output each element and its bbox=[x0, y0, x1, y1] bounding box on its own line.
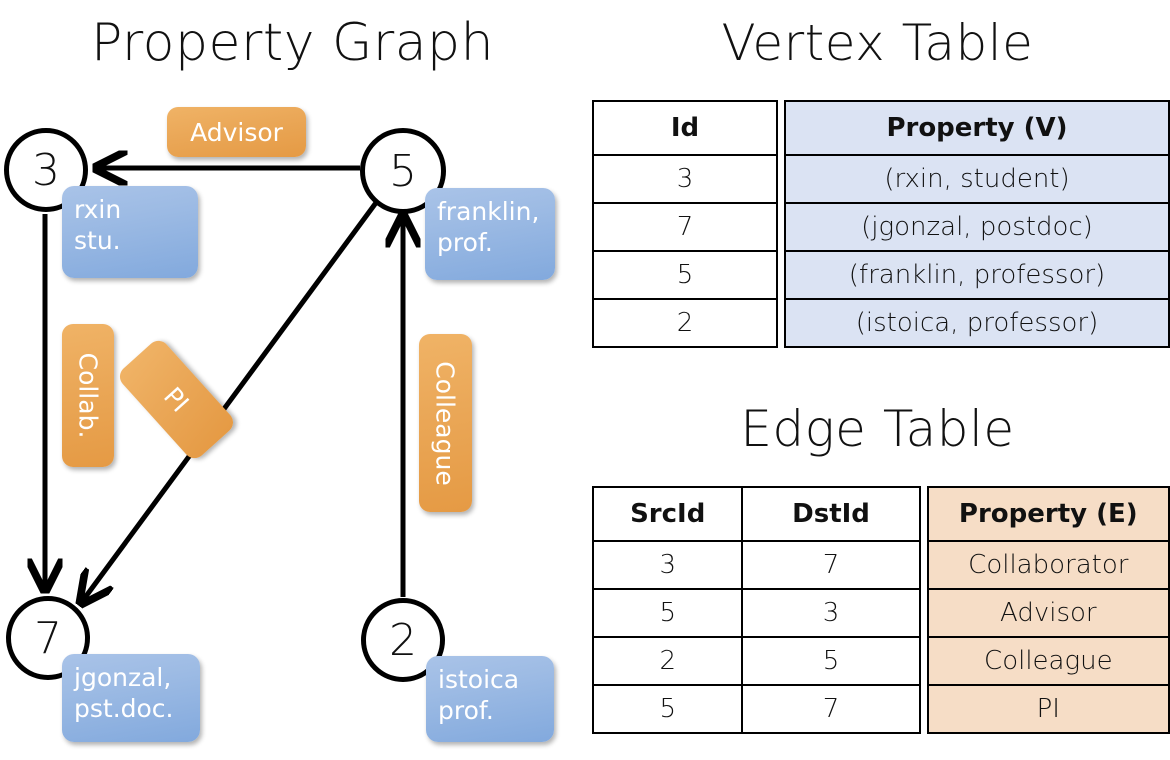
edge-table-header-dstid: DstId bbox=[741, 486, 921, 542]
page-title-edge-table: Edge Table bbox=[740, 400, 1015, 458]
vertex-table-cell-id: 2 bbox=[592, 298, 778, 348]
vertex-table-cell-id: 3 bbox=[592, 154, 778, 204]
vertex-table-cell-property: (rxin, student) bbox=[784, 154, 1170, 204]
edge-table-header-row: SrcId DstId Property (E) bbox=[591, 486, 1170, 542]
table-row[interactable]: 3 (rxin, student) bbox=[592, 154, 1170, 204]
vertex-table-header-property: Property (V) bbox=[784, 100, 1170, 156]
vertex-table-column-gap bbox=[777, 101, 785, 155]
vertex-table-column-gap bbox=[777, 299, 785, 347]
table-row[interactable]: 7 (jgonzal, postdoc) bbox=[592, 202, 1170, 252]
table-row[interactable]: 5 7 PI bbox=[591, 684, 1170, 734]
edge-label-colleague[interactable]: Colleague bbox=[419, 334, 472, 512]
edge-table-cell-srcid: 2 bbox=[591, 636, 744, 686]
vertex-property-box-jgonzal[interactable]: jgonzal, pst.doc. bbox=[62, 654, 200, 742]
edge-label-collab-text: Collab. bbox=[73, 352, 103, 439]
edge-table-cell-srcid: 3 bbox=[591, 540, 744, 590]
edge-table-cell-srcid: 5 bbox=[591, 588, 744, 638]
edge-table-header-property: Property (E) bbox=[926, 486, 1170, 542]
edge-table-cell-dstid: 5 bbox=[741, 636, 921, 686]
edge-table-column-gap bbox=[919, 685, 928, 733]
edge-table-cell-property: Collaborator bbox=[926, 540, 1170, 590]
edge-table-column-gap bbox=[919, 589, 928, 637]
vertex-table-cell-id: 5 bbox=[592, 250, 778, 300]
edge-label-pi-text: PI bbox=[158, 381, 195, 418]
edge-table-column-gap bbox=[919, 637, 928, 685]
vertex-table-header-row: Id Property (V) bbox=[592, 100, 1170, 156]
vertex-property-box-franklin[interactable]: franklin, prof. bbox=[425, 188, 555, 280]
vertex-property-box-rxin[interactable]: rxin stu. bbox=[62, 186, 198, 278]
vertex-table-column-gap bbox=[777, 155, 785, 203]
edge-table-cell-property: PI bbox=[926, 684, 1170, 734]
vertex-table-cell-property: (franklin, professor) bbox=[784, 250, 1170, 300]
vertex-table-cell-property: (istoica, professor) bbox=[784, 298, 1170, 348]
edge-table-cell-dstid: 7 bbox=[741, 540, 921, 590]
edge-line-5-to-7 bbox=[81, 198, 381, 603]
edge-table-cell-property: Colleague bbox=[926, 636, 1170, 686]
edge-table-header-srcid: SrcId bbox=[591, 486, 744, 542]
vertex-table-cell-id: 7 bbox=[592, 202, 778, 252]
vertex-table-column-gap bbox=[777, 203, 785, 251]
edge-table-column-gap bbox=[919, 541, 928, 589]
edge-table-cell-property: Advisor bbox=[926, 588, 1170, 638]
edge-label-advisor[interactable]: Advisor bbox=[167, 107, 306, 157]
vertex-property-box-istoica[interactable]: istoica prof. bbox=[426, 656, 554, 742]
property-graph-diagram: 3 5 7 2 rxin stu. franklin, prof. jgonza… bbox=[0, 0, 585, 760]
edge-table-cell-srcid: 5 bbox=[591, 684, 744, 734]
table-row[interactable]: 2 (istoica, professor) bbox=[592, 298, 1170, 348]
vertex-table: Id Property (V) 3 (rxin, student) 7 (jgo… bbox=[592, 100, 1170, 348]
edge-table: SrcId DstId Property (E) 3 7 Collaborato… bbox=[591, 486, 1170, 734]
edge-table-cell-dstid: 7 bbox=[741, 684, 921, 734]
page-title-property-graph: Property Graph bbox=[90, 13, 495, 73]
graph-edge-lines bbox=[0, 0, 585, 760]
edge-label-collab[interactable]: Collab. bbox=[62, 324, 114, 467]
edge-table-cell-dstid: 3 bbox=[741, 588, 921, 638]
vertex-table-header-id: Id bbox=[592, 100, 778, 156]
table-row[interactable]: 2 5 Colleague bbox=[591, 636, 1170, 686]
vertex-table-cell-property: (jgonzal, postdoc) bbox=[784, 202, 1170, 252]
vertex-node-2[interactable]: 2 bbox=[361, 598, 445, 682]
table-row[interactable]: 3 7 Collaborator bbox=[591, 540, 1170, 590]
vertex-table-column-gap bbox=[777, 251, 785, 299]
edge-table-column-gap bbox=[919, 487, 928, 541]
page-title-vertex-table: Vertex Table bbox=[721, 14, 1034, 72]
edge-label-colleague-text: Colleague bbox=[431, 360, 461, 486]
vertex-node-5[interactable]: 5 bbox=[360, 128, 446, 214]
table-row[interactable]: 5 (franklin, professor) bbox=[592, 250, 1170, 300]
table-row[interactable]: 5 3 Advisor bbox=[591, 588, 1170, 638]
